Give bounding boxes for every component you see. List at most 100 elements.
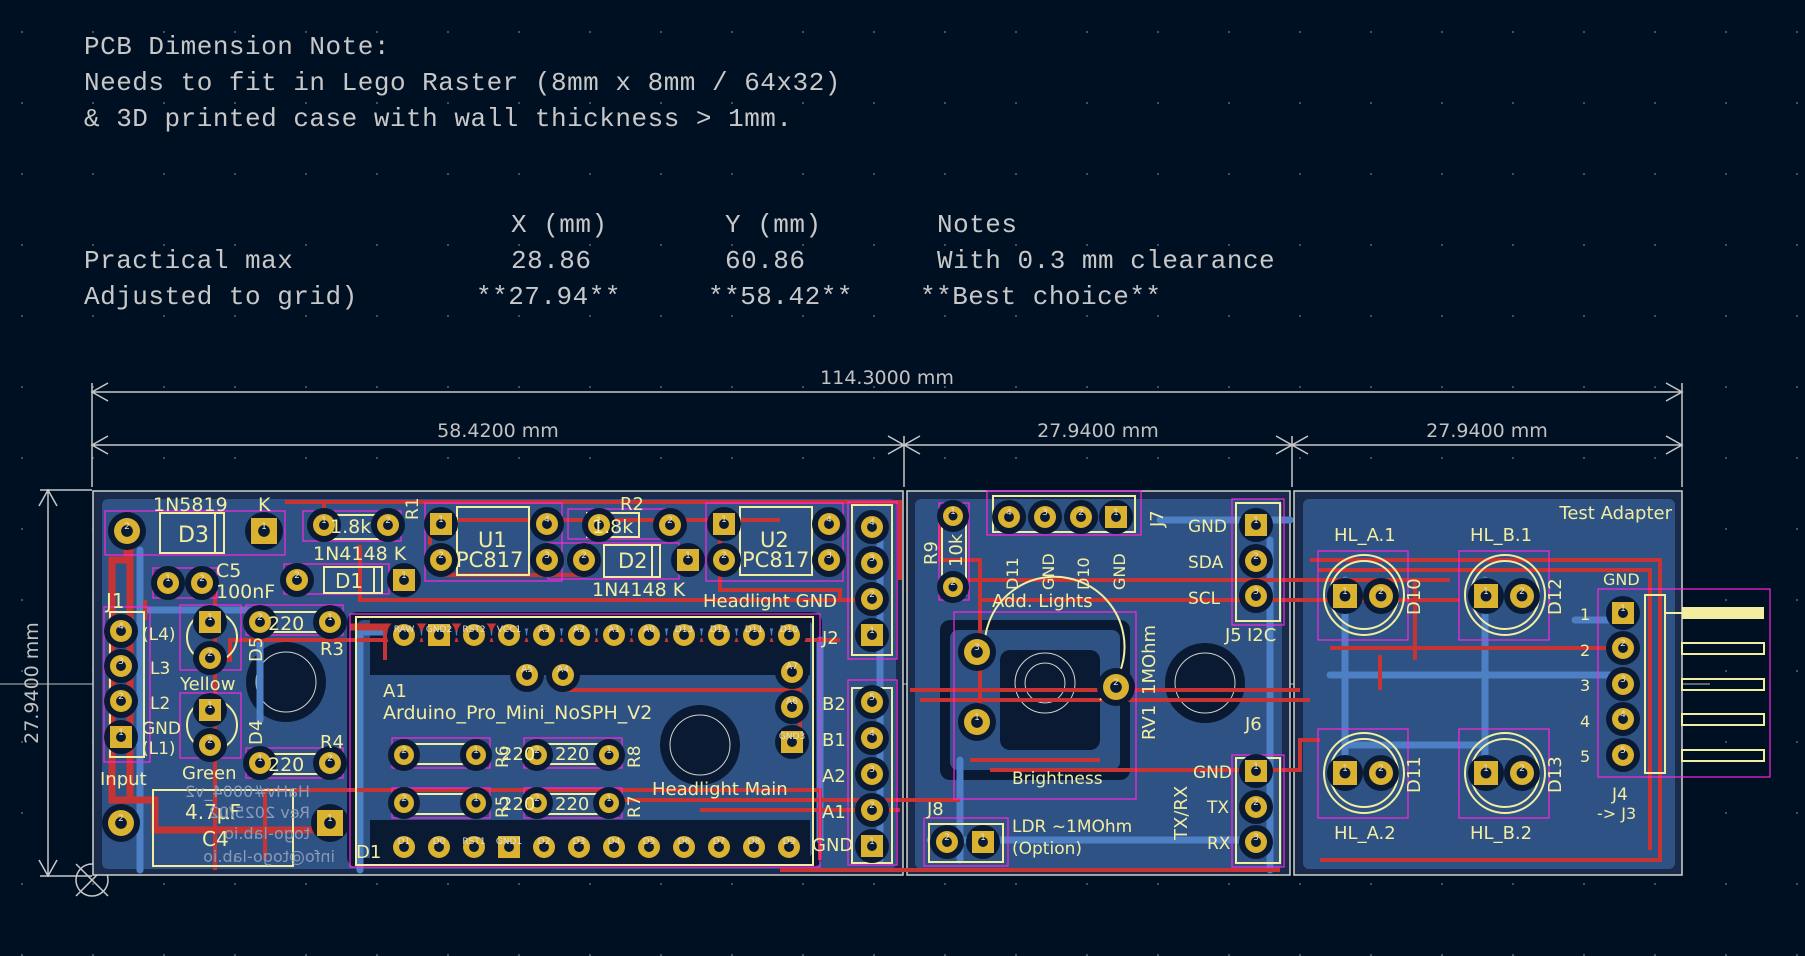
pad: 1: [1239, 508, 1273, 542]
grid-dot: [163, 315, 165, 317]
pad: 1: [193, 693, 227, 727]
grid-dot: [1796, 812, 1798, 814]
grid-dot: [21, 102, 23, 104]
arduino-pin-label: RAW: [394, 625, 415, 635]
grid-dot: [1086, 457, 1088, 459]
grid-dot: [447, 244, 449, 246]
grid-dot: [1725, 173, 1727, 175]
grid-dot: [1370, 31, 1372, 33]
grid-dot: [234, 457, 236, 459]
drill-hole: [787, 737, 797, 747]
led-ref-d11: D11: [1404, 756, 1425, 793]
pad: 4: [855, 721, 889, 755]
drill-hole: [644, 630, 654, 640]
grid-dot: [376, 173, 378, 175]
j1-pin-l4: (L4): [142, 625, 176, 645]
drill-hole: [116, 626, 126, 636]
grid-dot: [1086, 31, 1088, 33]
pad-number: 1: [869, 837, 875, 847]
grid-dot: [305, 173, 307, 175]
j1-pin-l3: L3: [150, 659, 170, 679]
pad: 2: [108, 512, 146, 550]
pad: [667, 618, 701, 652]
pad: 2: [193, 728, 227, 762]
drill-hole: [383, 520, 393, 530]
drill-hole: [749, 630, 759, 640]
grid-dot: [376, 102, 378, 104]
back-silk-project: HaHv#0004_v2: [185, 782, 310, 802]
pad: 3: [855, 546, 889, 580]
grid-dot: [731, 883, 733, 885]
drill-hole: [1480, 767, 1492, 779]
drill-hole: [539, 842, 549, 852]
drill-hole: [1516, 767, 1528, 779]
drill-hole: [665, 520, 675, 530]
grid-dot: [21, 457, 23, 459]
pad-number: 3: [1620, 675, 1626, 685]
pad-number: 4: [544, 515, 550, 525]
pad-number: 2: [207, 736, 213, 746]
grid-dot: [21, 670, 23, 672]
grid-dot: [21, 315, 23, 317]
pad-number: 1: [980, 833, 986, 843]
grid-dot: [518, 173, 520, 175]
pad: 3: [1239, 579, 1273, 613]
grid-dot: [1441, 883, 1443, 885]
grid-dot: [1299, 244, 1301, 246]
drill-hole: [324, 817, 336, 829]
pad-number: 1: [327, 814, 333, 824]
pad: 2: [243, 605, 277, 639]
grid-dot: [1654, 31, 1656, 33]
grid-dot: [1654, 173, 1656, 175]
grid-dot: [1654, 315, 1656, 317]
pad-number: 3: [869, 554, 875, 564]
grid-dot: [447, 31, 449, 33]
pad-number: 1: [606, 794, 612, 804]
grid-dot: [92, 102, 94, 104]
grid-dot: [589, 173, 591, 175]
pad-number: 1: [721, 515, 727, 525]
arduino-pin-label: D4: [608, 837, 621, 847]
grid-dot: [1015, 31, 1017, 33]
d3-value: 1N5819: [153, 494, 228, 516]
pad-number: 4: [869, 518, 875, 528]
pad-number: 1: [473, 746, 479, 756]
pad: 1: [671, 543, 705, 577]
grid-dot: [305, 883, 307, 885]
grid-dot: [1228, 244, 1230, 246]
grid-dot: [660, 173, 662, 175]
grid-dot: [1583, 883, 1585, 885]
arduino-pin-label: D2: [538, 837, 551, 847]
mount-hole: [255, 651, 317, 713]
j4-pin-headers: [1682, 607, 1764, 619]
mount-hole: [1014, 652, 1076, 714]
arduino-pin-label: VCC1: [497, 625, 521, 635]
table-row-x: 28.86: [511, 246, 592, 276]
j3-pin-a2: A2: [822, 766, 846, 787]
pad-number: 3: [1253, 587, 1259, 597]
grid-dot: [1015, 457, 1017, 459]
pad-number: 1: [1620, 604, 1626, 614]
j7-pin-d10: D10: [1074, 557, 1093, 590]
pad: 1: [582, 508, 616, 542]
pad: 1: [1468, 578, 1504, 614]
grid-dot: [1157, 386, 1159, 388]
pad: 1: [460, 787, 492, 819]
drill-hole: [867, 522, 877, 532]
grid-dot: [589, 457, 591, 459]
arduino-pin-label: D6: [678, 837, 691, 847]
r2-value: 1.8k: [592, 516, 633, 538]
pad-number: 2: [667, 516, 673, 526]
pad: [737, 830, 771, 864]
grid-dot: [92, 244, 94, 246]
pad-number: 3: [544, 551, 550, 561]
arduino-pin-label: A3: [538, 625, 550, 635]
grid-dot: [1725, 386, 1727, 388]
j8-sub: (Option): [1012, 839, 1082, 859]
grid-dot: [21, 883, 23, 885]
grid-dot: [802, 31, 804, 33]
grid-dot: [1796, 386, 1798, 388]
drill-hole: [399, 842, 409, 852]
drill-hole: [197, 578, 207, 588]
